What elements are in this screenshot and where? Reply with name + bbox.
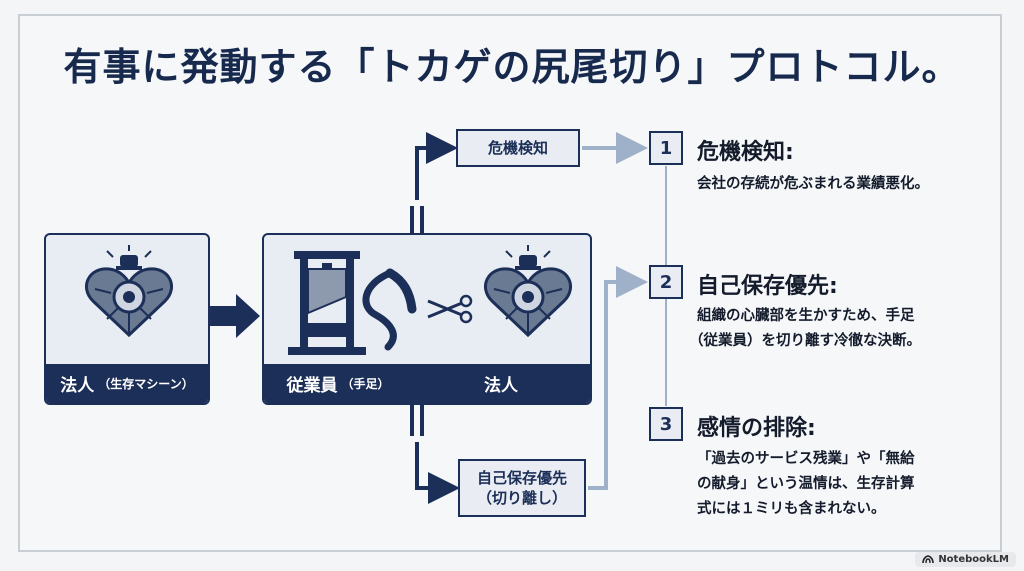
step-3-line-3: 式には１ミリも含まれない。 (697, 501, 886, 517)
step-3-line-2: の献身」という温情は、生存計算 (697, 476, 915, 492)
step-3-heading: 感情の排除: (697, 416, 816, 441)
left-panel-sub: （生存マシーン） (98, 377, 194, 391)
left-panel: 法人 （生存マシーン） (44, 233, 210, 405)
step-3-number: 3 (649, 407, 683, 441)
step-2-desc: 組織の心臓部を生かすため、手足 （従業員）を切り離す冷徹な決断。 (689, 304, 921, 354)
step-1-desc: 会社の存続が危ぶまれる業績悪化。 (697, 172, 929, 197)
notebooklm-label: NotebookLM (938, 554, 1009, 565)
step-3-number-text: 3 (659, 413, 673, 435)
step-2-line-2: （従業員）を切り離す冷徹な決断。 (689, 333, 921, 349)
step-1-line-1: 会社の存続が危ぶまれる業績悪化。 (697, 176, 929, 192)
branch-top-connector (415, 132, 458, 200)
step-1-number-text: 1 (659, 137, 673, 159)
arrow-to-step-2 (588, 266, 648, 490)
page-title: 有事に発動する「トカゲの尻尾切り」プロトコル。 (63, 45, 961, 89)
middle-illustration (288, 245, 572, 355)
step-2-line-1: 組織の心臓部を生かすため、手足 (697, 308, 915, 324)
step-2-heading: 自己保存優先: (697, 274, 838, 299)
box-self-preservation: 自己保存優先 （切り離し） (458, 459, 586, 517)
left-panel-label: 法人 (60, 376, 95, 396)
notebooklm-icon (922, 555, 935, 564)
box-self-preservation-line1: 自己保存優先 (476, 469, 567, 487)
box-crisis-detect: 危機検知 (456, 129, 580, 167)
step-1-heading: 危機検知: (697, 140, 794, 165)
step-3-desc: 「過去のサービス残業」や「無給 の献身」という温情は、生存計算 式には１ミリも含… (697, 447, 915, 522)
main-arrow-icon (208, 294, 260, 338)
step-2-number: 2 (649, 265, 683, 299)
middle-panel: 従業員 （手足） 法人 (262, 233, 592, 405)
box-crisis-detect-label: 危機検知 (487, 139, 548, 157)
left-panel-label-bar: 法人 （生存マシーン） (46, 364, 208, 403)
branch-bottom-connector (415, 442, 460, 504)
middle-left-label: 従業員 (286, 376, 338, 396)
lizard-tail-icon (362, 269, 397, 351)
middle-left-sub: （手足） (341, 377, 390, 391)
middle-panel-label-bar: 従業員 （手足） 法人 (264, 364, 590, 403)
heart-machine-icon (85, 245, 173, 338)
notebooklm-badge: NotebookLM (915, 552, 1016, 567)
scissors-icon (427, 294, 473, 324)
heart-machine-icon-2 (484, 245, 572, 338)
box-self-preservation-line2: （切り離し） (476, 489, 567, 507)
step-2-number-text: 2 (659, 271, 673, 293)
middle-right-label: 法人 (484, 376, 518, 396)
step-3-line-1: 「過去のサービス残業」や「無給 (697, 451, 915, 467)
guillotine-icon (288, 251, 366, 355)
step-1-number: 1 (649, 131, 683, 165)
